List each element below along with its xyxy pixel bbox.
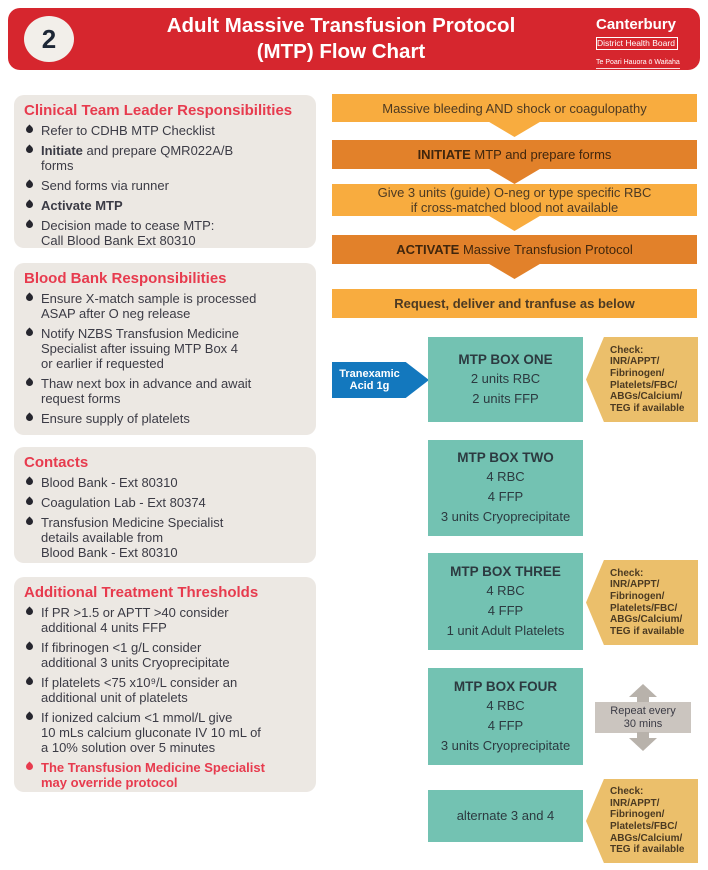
check-callout-alternate: Check: INR/APPT/ Fibrinogen/ Platelets/F… <box>586 779 698 863</box>
blood-drop-icon <box>24 641 35 652</box>
panel-heading: Contacts <box>24 454 89 471</box>
down-arrow-stem <box>637 732 649 739</box>
page-title: Adult Massive Transfusion Protocol (MTP)… <box>94 8 588 70</box>
header-banner: 2 Adult Massive Transfusion Protocol (MT… <box>8 8 700 70</box>
blood-drop-icon <box>24 219 35 230</box>
cdhb-logo: Canterbury District Health Board Te Poar… <box>596 17 690 69</box>
bullet-item-override-warning: The Transfusion Medicine Specialist may … <box>24 760 308 790</box>
bullet-item: If fibrinogen <1 g/L consider additional… <box>24 640 308 670</box>
blood-drop-icon <box>24 761 35 772</box>
repeat-every-30-mins: Repeat every 30 mins <box>595 702 691 733</box>
flow-step-request-deliver: Request, deliver and tranfuse as below <box>332 289 697 318</box>
bullet-item: Refer to CDHB MTP Checklist <box>24 123 308 138</box>
down-arrow-icon <box>487 263 542 279</box>
blood-drop-icon <box>24 292 35 303</box>
bullet-item: If ionized calcium <1 mmol/L give 10 mLs… <box>24 710 308 755</box>
check-callout-box-three: Check: INR/APPT/ Fibrinogen/ Platelets/F… <box>586 560 698 645</box>
flow-step-massive-bleeding: Massive bleeding AND shock or coagulopat… <box>332 94 697 137</box>
blood-drop-icon <box>24 496 35 507</box>
page-title-line1: Adult Massive Transfusion Protocol <box>166 14 516 37</box>
blood-drop-icon <box>24 144 35 155</box>
blood-drop-icon <box>24 199 35 210</box>
up-arrow-stem <box>637 696 649 703</box>
bullet-item: If platelets <75 x10⁹/L consider an addi… <box>24 675 308 705</box>
blood-drop-icon <box>24 606 35 617</box>
bullet-item: Thaw next box in advance and await reque… <box>24 376 308 406</box>
panel-heading: Additional Treatment Thresholds <box>24 584 259 601</box>
page-title-line2: (MTP) Flow Chart <box>256 40 426 63</box>
bullet-item: Activate MTP <box>24 198 308 213</box>
bullet-item: Initiate and prepare QMR022A/B forms <box>24 143 308 173</box>
down-arrow-icon <box>487 215 542 231</box>
panel-heading: Clinical Team Leader Responsibilities <box>24 102 293 119</box>
mtp-box-one: MTP BOX ONE 2 units RBC 2 units FFP <box>428 337 583 422</box>
down-arrow-icon <box>629 738 657 751</box>
panel-contacts: Contacts Blood Bank - Ext 80310 Coagulat… <box>14 447 316 563</box>
flow-step-give-o-neg: Give 3 units (guide) O-neg or type speci… <box>332 184 697 231</box>
blood-drop-icon <box>24 327 35 338</box>
logo-name: Canterbury <box>596 16 677 33</box>
bullet-item: Transfusion Medicine Specialist details … <box>24 515 308 560</box>
bullet-item: Decision made to cease MTP: Call Blood B… <box>24 218 308 248</box>
page-number-badge: 2 <box>24 16 74 62</box>
flow-step-initiate: INITIATE MTP and prepare forms <box>332 140 697 184</box>
blood-drop-icon <box>24 516 35 527</box>
panel-additional-thresholds: Additional Treatment Thresholds If PR >1… <box>14 577 316 792</box>
bullet-item: Ensure X-match sample is processed ASAP … <box>24 291 308 321</box>
bullet-item: Ensure supply of platelets <box>24 411 308 426</box>
blood-drop-icon <box>24 377 35 388</box>
bullet-item: Send forms via runner <box>24 178 308 193</box>
bullet-item: Notify NZBS Transfusion Medicine Special… <box>24 326 308 371</box>
check-callout-box-one: Check: INR/APPT/ Fibrinogen/ Platelets/F… <box>586 337 698 422</box>
down-arrow-icon <box>487 121 542 137</box>
flow-step-activate: ACTIVATE Massive Transfusion Protocol <box>332 235 697 279</box>
logo-subtitle: District Health Board <box>596 37 678 50</box>
tranexamic-acid-arrow: Tranexamic Acid 1g <box>332 362 429 398</box>
panel-blood-bank: Blood Bank Responsibilities Ensure X-mat… <box>14 263 316 435</box>
blood-drop-icon <box>24 179 35 190</box>
blood-drop-icon <box>24 676 35 687</box>
logo-maori-name: Te Poari Hauora ō Waitaha <box>596 59 680 69</box>
down-arrow-icon <box>487 168 542 184</box>
blood-drop-icon <box>24 711 35 722</box>
bullet-item: Blood Bank - Ext 80310 <box>24 475 308 490</box>
mtp-box-alternate: alternate 3 and 4 <box>428 790 583 842</box>
bullet-item: If PR >1.5 or APTT >40 consider addition… <box>24 605 308 635</box>
mtp-box-two: MTP BOX TWO 4 RBC 4 FFP 3 units Cryoprec… <box>428 440 583 536</box>
mtp-box-three: MTP BOX THREE 4 RBC 4 FFP 1 unit Adult P… <box>428 553 583 650</box>
panel-clinical-team-leader: Clinical Team Leader Responsibilities Re… <box>14 95 316 248</box>
panel-heading: Blood Bank Responsibilities <box>24 270 227 287</box>
mtp-box-four: MTP BOX FOUR 4 RBC 4 FFP 3 units Cryopre… <box>428 668 583 765</box>
blood-drop-icon <box>24 412 35 423</box>
bullet-item: Coagulation Lab - Ext 80374 <box>24 495 308 510</box>
blood-drop-icon <box>24 476 35 487</box>
blood-drop-icon <box>24 124 35 135</box>
